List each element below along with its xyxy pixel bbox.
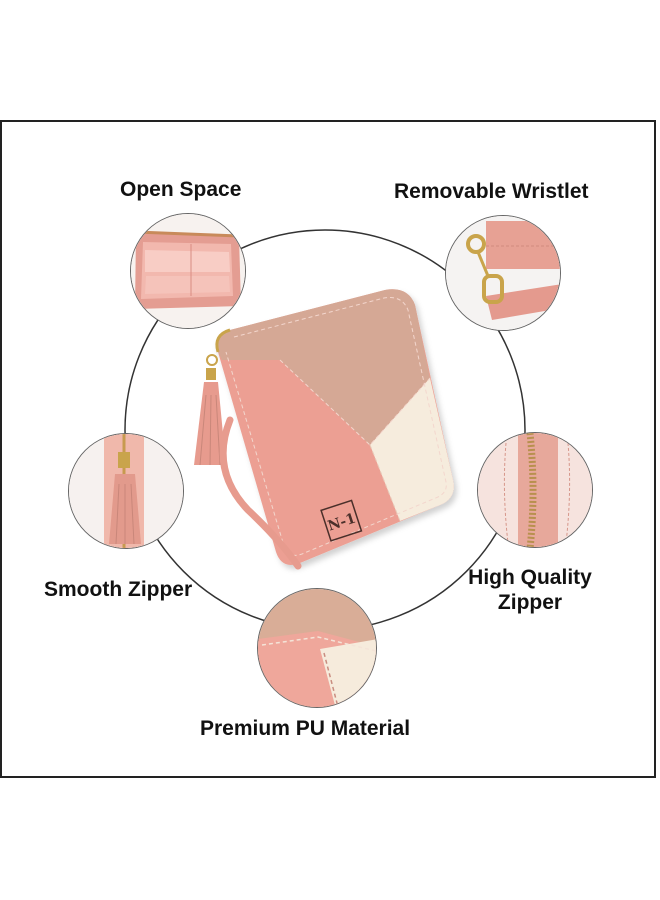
high-quality-zipper-detail-image (477, 432, 593, 548)
label-high-quality-line1: High Quality (468, 566, 592, 589)
smooth-zipper-detail-image (68, 433, 184, 549)
label-removable-wristlet: Removable Wristlet (394, 180, 589, 203)
label-smooth-zipper: Smooth Zipper (44, 578, 193, 601)
label-high-quality-line2: Zipper (497, 591, 563, 614)
wrist-strap (219, 416, 302, 570)
feature-frame (0, 120, 656, 778)
removable-wristlet-detail-image (445, 215, 561, 331)
tassel (194, 354, 226, 466)
wallet-tan-panel (216, 289, 430, 445)
pu-material-detail-image (257, 588, 377, 708)
label-high-quality-zipper: High Quality Zipper (462, 565, 598, 615)
open-space-detail-image (130, 213, 246, 329)
label-premium-pu-material: Premium PU Material (200, 717, 411, 740)
label-open-space: Open Space (120, 178, 242, 201)
wallet-product-image: N-1 (194, 289, 454, 570)
wallet-cream-panel (370, 378, 454, 521)
